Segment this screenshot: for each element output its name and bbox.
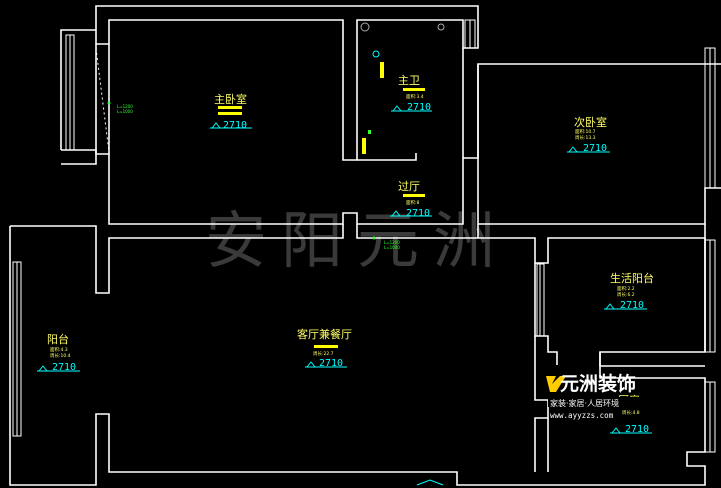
svg-text:L=1000: L=1000: [384, 245, 400, 250]
svg-text:周长:13.3: 周长:13.3: [575, 134, 596, 141]
height-marker: 2710: [390, 208, 432, 219]
logo-url: www.ayyzzs.com: [550, 411, 614, 420]
height-marker: 2710: [305, 358, 347, 369]
svg-text:2710: 2710: [223, 120, 247, 131]
walls: [9, 5, 721, 486]
room-label-hall: 过厅: [398, 180, 420, 193]
svg-text:2710: 2710: [583, 143, 607, 154]
room-utility-balcony: 生活阳台 面积:2.2 周长:6.2 2710: [604, 271, 654, 311]
room-label-balcony: 阳台: [47, 332, 69, 346]
room-second-bedroom: 次卧室 面积:10.7 周长:13.3 2710: [567, 115, 610, 154]
dimension-note-left: L=1200 L=1000: [107, 101, 133, 114]
svg-text:周长:6.2: 周长:6.2: [617, 291, 635, 298]
svg-text:2710: 2710: [620, 300, 644, 311]
room-master-bath: 主卫 面积:3.4 2710: [391, 74, 432, 113]
room-master-bedroom: 主卧室 2710: [210, 92, 252, 131]
height-marker: 2710: [210, 120, 252, 131]
logo-name: 元洲装饰: [560, 372, 636, 395]
room-label-second-bedroom: 次卧室: [574, 115, 607, 129]
svg-text:面积:2.2: 面积:2.2: [617, 285, 635, 292]
bath-fixtures: [360, 22, 445, 154]
height-marker: 2710: [567, 143, 610, 154]
svg-text:周长:4.8: 周长:4.8: [622, 409, 640, 416]
room-label-master-bath: 主卫: [398, 74, 420, 87]
svg-text:2710: 2710: [319, 358, 343, 369]
dimension-note-center: L=1200 L=1000: [372, 236, 400, 250]
company-logo: 元洲装饰 家装·家居·人居环境 www.ayyzzs.com: [546, 372, 648, 420]
room-label-utility-balcony: 生活阳台: [610, 271, 654, 285]
svg-text:面积:3.4: 面积:3.4: [406, 93, 424, 100]
room-hall: 过厅 面积:8 2710: [390, 180, 432, 219]
windows: [12, 19, 716, 453]
height-marker: 2710: [610, 424, 652, 435]
room-label-living-dining: 客厅兼餐厅: [297, 327, 352, 341]
room-living-dining: 客厅兼餐厅 周长:22.7 2710: [297, 327, 352, 369]
svg-text:2710: 2710: [625, 424, 649, 435]
svg-text:L=1200: L=1200: [384, 240, 400, 245]
height-marker: 2710: [37, 362, 80, 373]
svg-text:2710: 2710: [407, 102, 431, 113]
watermark: 安阳元洲: [205, 204, 509, 277]
room-label-master-bedroom: 主卧室: [214, 92, 247, 106]
svg-text:面积:10.7: 面积:10.7: [575, 128, 596, 135]
logo-mark-icon: [546, 376, 566, 392]
entrance-marker: [416, 479, 444, 486]
svg-text:周长:22.7: 周长:22.7: [313, 350, 334, 357]
room-balcony: 阳台 面积:4.3 周长:10.4 2710: [37, 332, 80, 373]
logo-tagline: 家装·家居·人居环境: [550, 398, 619, 408]
svg-text:面积:4.3: 面积:4.3: [50, 346, 68, 353]
svg-text:L=1000: L=1000: [117, 109, 133, 114]
svg-text:周长:10.4: 周长:10.4: [50, 352, 71, 359]
svg-text:L=1200: L=1200: [117, 104, 133, 109]
height-marker: 2710: [604, 300, 647, 311]
svg-text:面积:8: 面积:8: [406, 199, 420, 206]
svg-text:2710: 2710: [52, 362, 76, 373]
svg-text:2710: 2710: [406, 208, 430, 219]
height-marker: 2710: [391, 102, 432, 113]
